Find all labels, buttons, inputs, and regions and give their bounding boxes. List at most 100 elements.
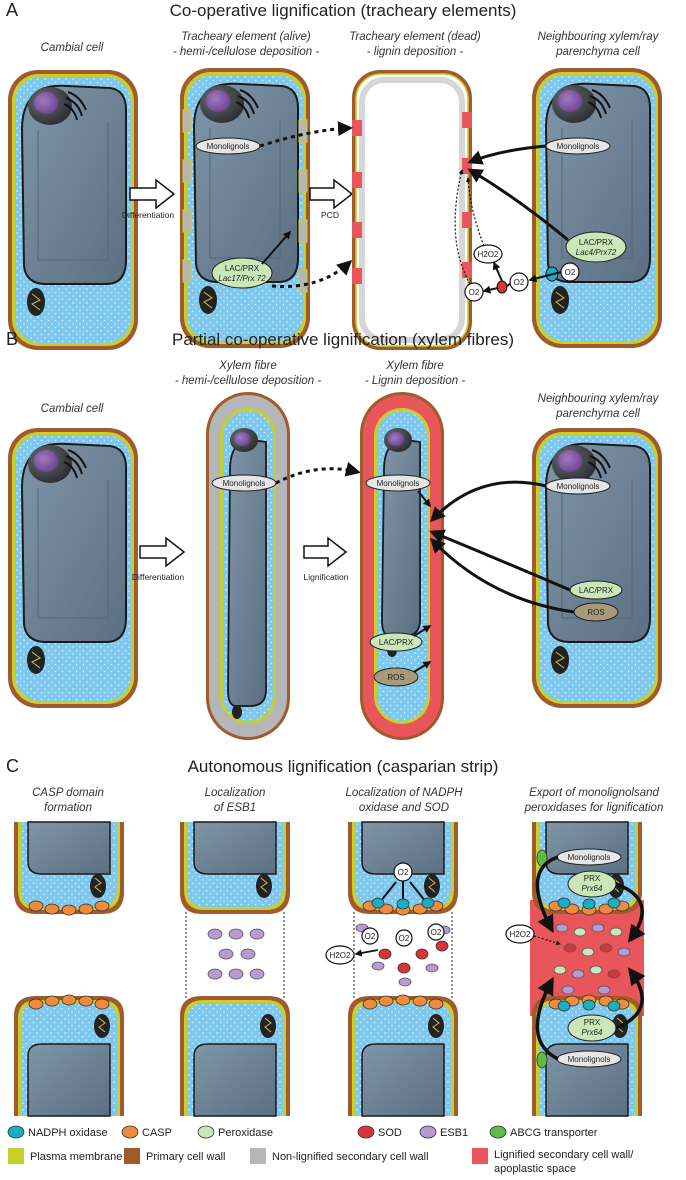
prx-label-c4-bottom: PRX Prx64 [567, 1014, 617, 1042]
casp-cell-top-2 [179, 821, 291, 915]
panel-b-caption-1: Cambial cell [41, 403, 104, 415]
lac-prx-label-a2: LAC/PRX Lac17/Prx 72 [211, 257, 273, 289]
panel-a-caption-4b: parenchyma cell [555, 46, 640, 58]
panel-c-caption-2b: of ESB1 [214, 802, 256, 814]
panel-a-caption-3a: Tracheary element (dead) [349, 31, 481, 43]
h2o2-c3: H2O2 [325, 945, 355, 965]
legend-lignified-secondary-wall: Lignified secondary cell wall/ apoplasti… [472, 1148, 634, 1175]
panel-c-caption-3b: oxidase and SOD [359, 802, 449, 814]
arrow-lac-b4 [429, 529, 571, 592]
arrow-label-pcd: PCD [321, 210, 339, 220]
svg-text:O2: O2 [514, 278, 525, 287]
svg-text:Prx64: Prx64 [582, 884, 603, 893]
xylem-fibre-lignified [360, 392, 444, 740]
svg-text:Peroxidase: Peroxidase [218, 1127, 273, 1139]
svg-text:Prx64: Prx64 [582, 1028, 603, 1037]
prx-label-c4-top: PRX Prx64 [567, 870, 617, 898]
sod-dots-3 [378, 940, 449, 974]
panel-c-letter: C [6, 756, 19, 776]
svg-text:SOD: SOD [378, 1127, 402, 1139]
svg-text:O2: O2 [565, 268, 576, 277]
casp-cell-bottom-1 [13, 995, 125, 1117]
monolignols-label-b3: Monolignols [365, 474, 431, 492]
o2-a-mid: O2 [509, 272, 529, 292]
o2-c-left: O2 [361, 927, 379, 945]
tracheary-alive-cell [179, 67, 311, 349]
legend-casp: CASP [121, 1125, 172, 1139]
svg-text:Non-lignified secondary cell w: Non-lignified secondary cell wall [272, 1151, 429, 1163]
svg-text:O2: O2 [365, 932, 376, 941]
neighbour-cell-b [531, 427, 663, 709]
svg-text:ROS: ROS [387, 673, 404, 682]
o2-c-right: O2 [427, 923, 445, 941]
lac-prx-label-a4: LAC/PRX Lac4/Prx72 [565, 231, 627, 263]
o2-a-left: O2 [464, 282, 484, 302]
svg-text:LAC/PRX: LAC/PRX [379, 638, 414, 647]
arrow-differentiation-b [139, 536, 186, 568]
arrow-label-lignification: Lignification [304, 572, 349, 582]
legend-primary-cell-wall: Primary cell wall [124, 1148, 225, 1164]
svg-text:Monolignols: Monolignols [377, 479, 420, 488]
lac-prx-label-b4: LAC/PRX [569, 580, 623, 600]
panel-b-caption-2b: - hemi-/cellulose deposition - [175, 375, 322, 387]
panel-c-caption-4a: Export of monolignolsand [529, 787, 659, 799]
panel-c: C Autonomous lignification (casparian st… [6, 756, 664, 1117]
o2-c-mid: O2 [395, 929, 413, 947]
svg-text:Monolignols: Monolignols [223, 479, 266, 488]
svg-text:NADPH oxidase: NADPH oxidase [28, 1127, 107, 1139]
panel-a-caption-4a: Neighbouring xylem/ray [538, 31, 660, 43]
arrow-lac-a4 [467, 168, 569, 242]
nadph-oxidase-dots-3 [371, 897, 435, 910]
legend-esb1: ESB1 [419, 1125, 468, 1139]
panel-a-caption-2b: - hemi-/cellulose deposition - [173, 46, 320, 58]
svg-text:O2: O2 [399, 934, 410, 943]
panel-b-caption-4a: Neighbouring xylem/ray [538, 393, 660, 405]
arrow-lac17 [261, 230, 292, 265]
svg-text:H2O2: H2O2 [478, 250, 499, 259]
h2o2-c4: H2O2 [505, 924, 535, 944]
panel-b-caption-3b: - Lignin deposition - [365, 375, 466, 387]
svg-text:H2O2: H2O2 [330, 951, 351, 960]
ros-label-b3: ROS [373, 667, 419, 687]
arrow-label-differentiation-a: Differentiation [122, 210, 175, 220]
xylem-fibre-hemicellulose [206, 392, 290, 740]
tracheary-dead-cell [352, 70, 472, 350]
esb1-dots-2 [207, 928, 265, 980]
legend-nadph-oxidase: NADPH oxidase [7, 1125, 107, 1139]
svg-text:Monolignols: Monolignols [207, 142, 250, 151]
panel-a-letter: A [6, 0, 18, 20]
arrow-differentiation-a [129, 178, 176, 210]
casp-dots-1 [28, 900, 110, 1010]
arrow-lignification [303, 536, 348, 568]
panel-b-title: Partial co-operative lignification (xyle… [172, 330, 514, 349]
svg-text:H2O2: H2O2 [510, 930, 531, 939]
svg-text:PRX: PRX [584, 874, 601, 883]
svg-text:CASP: CASP [142, 1127, 172, 1139]
arrow-monolignols-b4 [429, 480, 547, 523]
arrow-label-differentiation-b: Differentiation [132, 572, 185, 582]
dashed-arrow-monolignols-a [259, 121, 353, 148]
svg-text:O2: O2 [431, 928, 442, 937]
panel-a-caption-2a: Tracheary element (alive) [181, 31, 311, 43]
panel-c-caption-4b: peroxidases for lignification [524, 802, 664, 814]
svg-text:ABCG transporter: ABCG transporter [510, 1127, 598, 1139]
ros-label-b4: ROS [573, 602, 619, 622]
cambial-cell-a [7, 69, 139, 351]
arrow-ros-b4 [429, 537, 575, 614]
casp-cell-top-1 [13, 821, 125, 915]
legend-plasma-membrane: Plasma membrane [8, 1148, 122, 1164]
svg-text:ESB1: ESB1 [440, 1127, 468, 1139]
svg-text:O2: O2 [469, 288, 480, 297]
monolignols-label-a4: Monolignols [545, 137, 611, 155]
svg-text:Monolignols: Monolignols [568, 853, 611, 862]
lac-prx-label-b3: LAC/PRX [369, 632, 423, 652]
svg-text:LAC/PRX: LAC/PRX [579, 586, 614, 595]
casp-cell-bottom-2 [179, 995, 291, 1117]
svg-text:apoplastic space: apoplastic space [494, 1163, 576, 1175]
svg-text:LAC/PRX: LAC/PRX [225, 264, 260, 273]
panel-b: B Partial co-operative lignification (xy… [6, 329, 663, 740]
panel-b-caption-2a: Xylem fibre [218, 360, 277, 372]
monolignols-label-b4: Monolignols [545, 477, 611, 495]
panel-c-caption-2a: Localization [205, 787, 266, 799]
